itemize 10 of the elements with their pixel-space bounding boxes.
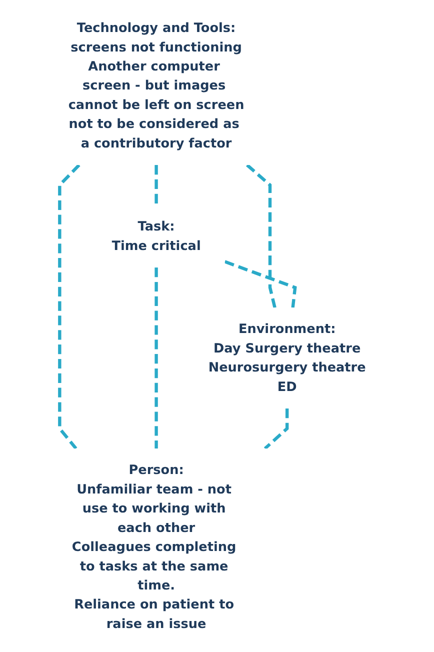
node-text: Person: Unfamiliar team - not use to working with each other Colleagues completing to tasks at the same time. Reliance on patient to raise an issue: [72, 462, 236, 632]
node-text: Task: Time critical: [112, 218, 201, 254]
connector: [224, 260, 297, 308]
connector: [246, 164, 276, 308]
connector: [58, 164, 80, 450]
node-text: Environment: Day Surgery theatre Neurosurgery theatre ED: [208, 321, 366, 394]
connector: [154, 268, 158, 449]
connector: [154, 165, 158, 206]
node-text: Technology and Tools: screens not functioning Another computer screen - but images cannot be left on screen not to be considered as a contributory factor: [68, 20, 244, 151]
connector: [264, 408, 289, 450]
